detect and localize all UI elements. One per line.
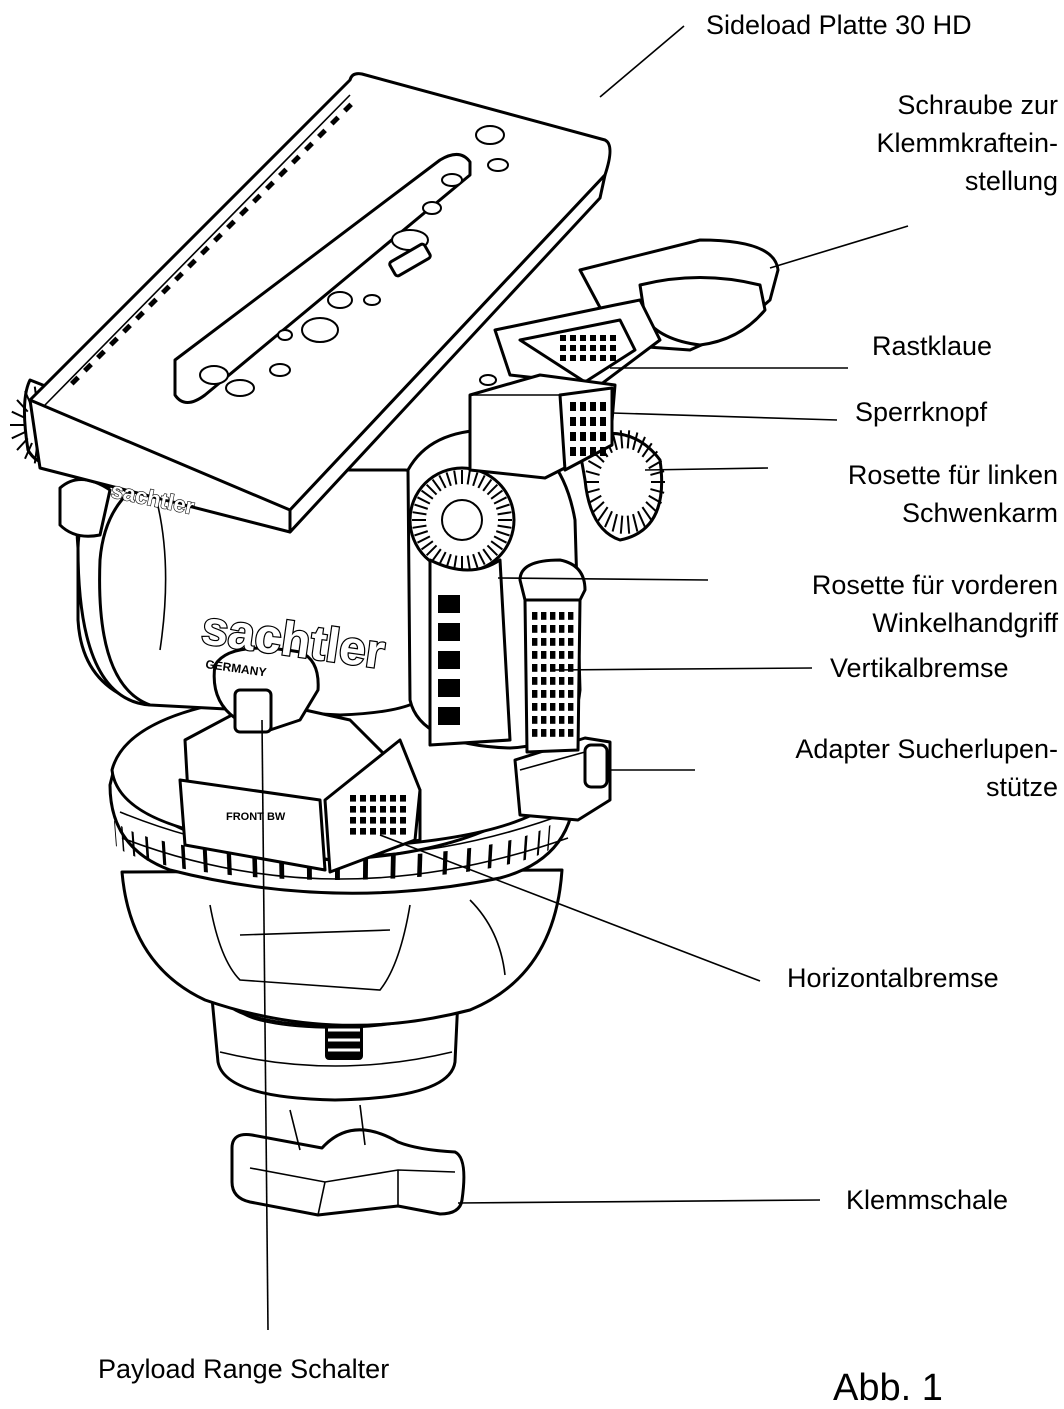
label-payload-switch: Payload Range Schalter xyxy=(98,1354,390,1384)
label-lock-knob: Sperrknopf xyxy=(855,397,988,427)
sideload-plate-drawing: sachtler xyxy=(28,72,612,534)
leader-lines xyxy=(261,25,909,1331)
label-front-handle-rosette-line2: Winkelhandgriff xyxy=(872,608,1058,638)
label-clamp-screw-line2: Klemmkraftein- xyxy=(876,128,1058,158)
label-left-pan-rosette: Rosette für linken Schwenkarm xyxy=(848,456,1058,532)
payload-switch-drawing: FRONT BW xyxy=(178,646,422,874)
figure-label: Abb. 1 xyxy=(833,1367,943,1409)
label-detent-claw: Rastklaue xyxy=(872,331,993,361)
clamp-knob-drawing xyxy=(230,1104,466,1217)
label-left-pan-rosette-line2: Schwenkarm xyxy=(901,498,1058,528)
quick-release-drawing xyxy=(468,238,780,480)
svg-text:FRONT BW: FRONT BW xyxy=(226,811,286,823)
right-tilt-assembly-drawing xyxy=(406,428,665,754)
viewfinder-adapter-drawing xyxy=(513,736,612,822)
label-clamp-screw: Schraube zur Klemmkraftein- stellung xyxy=(876,86,1058,200)
label-left-pan-rosette-line1: Rosette für linken xyxy=(847,460,1058,490)
label-viewfinder-adapter: Adapter Sucherlupen- stütze xyxy=(795,730,1058,806)
label-tilt-brake: Vertikalbremse xyxy=(830,653,1009,683)
head-base-drawing xyxy=(120,868,564,1027)
label-pan-brake: Horizontalbremse xyxy=(787,963,999,993)
label-clamp-screw-line1: Schraube zur xyxy=(897,90,1058,120)
label-viewfinder-adapter-line2: stütze xyxy=(985,772,1058,802)
label-front-handle-rosette-line1: Rosette für vorderen xyxy=(811,570,1058,600)
label-viewfinder-adapter-line1: Adapter Sucherlupen- xyxy=(795,734,1058,764)
label-clamp-bowl: Klemmschale xyxy=(846,1185,1009,1215)
label-sideload-plate: Sideload Platte 30 HD xyxy=(706,10,972,40)
label-front-handle-rosette: Rosette für vorderen Winkelhandgriff xyxy=(812,566,1058,642)
label-clamp-screw-line3: stellung xyxy=(964,166,1058,196)
